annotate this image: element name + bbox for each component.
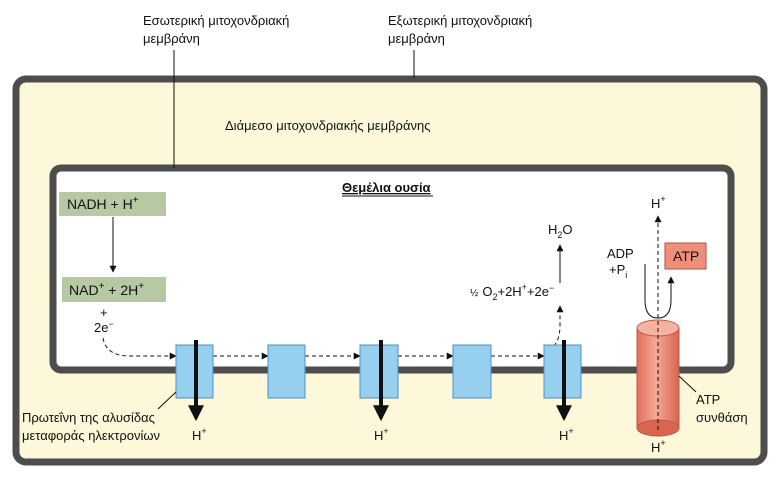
adp-to-atp-arrow <box>644 264 675 319</box>
protein-label-line2: μεταφοράς ηλεκτρονίων <box>22 428 160 443</box>
atp-synthase-label-line1: ATP <box>696 392 720 407</box>
nadh-box <box>59 192 166 216</box>
water-label: H2O <box>548 222 573 240</box>
etc-protein-2 <box>267 344 306 399</box>
protein-pointer <box>157 391 177 410</box>
h-plus-atp-top: H+ <box>651 194 666 211</box>
pi-label: +Pi <box>609 262 627 280</box>
outer-membrane-label-line1: Εξωτερική μιτοχονδριακή <box>388 13 532 28</box>
intermembrane-space-label: Διάμεσο μιτοχονδριακής μεμβράνης <box>225 118 430 133</box>
h-plus-atp-bottom: H+ <box>651 438 666 455</box>
electron-path-start <box>102 337 177 360</box>
inner-membrane-label-line1: Εσωτερική μιτοχονδριακή <box>143 13 289 28</box>
atp-label: ATP <box>673 248 699 264</box>
atp-synthase-label-line2: συνθάση <box>696 410 748 425</box>
matrix-label: Θεμέλια ουσία <box>342 180 431 195</box>
h-plus-5: H+ <box>559 426 574 443</box>
electrons-label: 2e− <box>94 319 114 335</box>
adp-label: ADP <box>607 246 634 261</box>
nadh-label: NADH + H+ <box>67 195 139 212</box>
h-plus-1: H+ <box>192 426 207 443</box>
inner-membrane-label-line2: μεμβράνη <box>143 31 200 46</box>
atp-box <box>664 242 707 270</box>
plus-sign: + <box>100 305 108 320</box>
protein-label-line1: Πρωτεΐνη της αλυσίδας <box>22 410 155 425</box>
etc-protein-4 <box>452 344 492 399</box>
outer-membrane-label-line2: μεμβράνη <box>388 31 445 46</box>
h-plus-3: H+ <box>374 426 389 443</box>
atp-synthase-pointer <box>678 375 697 393</box>
nad-label: NAD+ + 2H+ <box>69 281 144 298</box>
nad-box <box>62 277 166 302</box>
